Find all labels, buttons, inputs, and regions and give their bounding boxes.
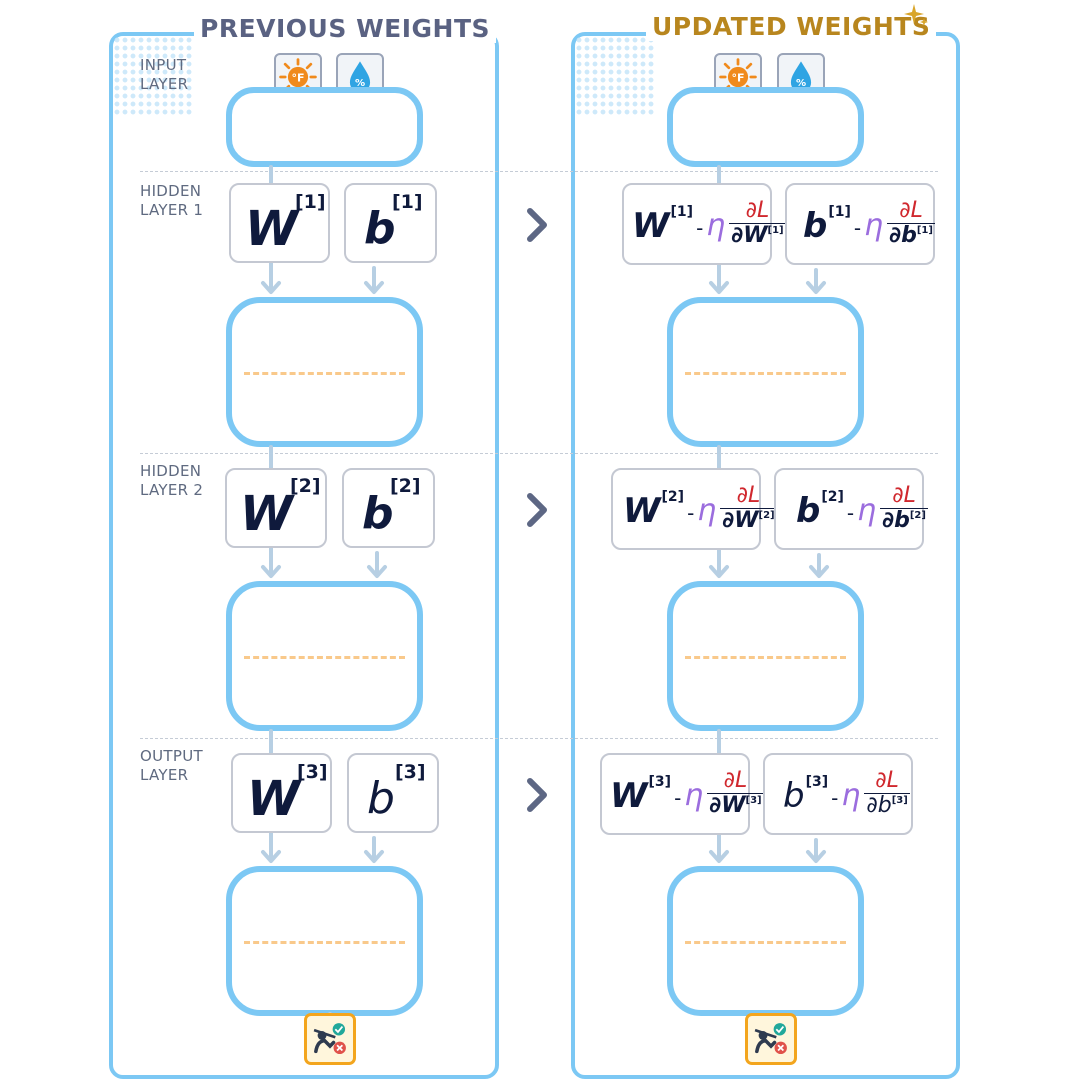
svg-text:%: % [796, 78, 806, 89]
classification-check-cross-icon [745, 1013, 797, 1065]
weight-symbol: W [245, 201, 298, 257]
sparkle-icon [904, 4, 928, 26]
decorative-dots [575, 36, 655, 116]
hidden-layer-1-node [226, 297, 423, 447]
output-layer-node [226, 866, 423, 1016]
bias-card-b3: b [3] [347, 753, 439, 833]
node-dash-line [685, 656, 846, 659]
svg-text:°F: °F [731, 72, 744, 85]
weight-symbol: W [240, 486, 293, 542]
layer-superscript: [1] [392, 191, 423, 213]
layer-separator [140, 453, 938, 454]
updated-weight-card-w1: W[1] -η ∂L∂W[1] [622, 183, 786, 265]
bias-update-formula: b[2] -η ∂L∂b[2] [796, 483, 928, 533]
hidden-layer-2-node [226, 581, 423, 731]
layer-superscript: [2] [390, 475, 421, 497]
hidden-layer-1-node [667, 297, 864, 447]
weight-card-w3: W [3] [231, 753, 332, 833]
layer-separator [140, 171, 938, 172]
updated-bias-card-b3: b[3] -η ∂L∂b[3] [763, 753, 913, 835]
node-dash-line [244, 372, 405, 375]
node-dash-line [685, 941, 846, 944]
layer-superscript: [3] [297, 761, 328, 783]
classification-check-cross-icon [304, 1013, 356, 1065]
bias-card-b2: b [2] [342, 468, 435, 548]
weight-update-formula: W[1] -η ∂L∂W[1] [632, 198, 786, 248]
chevron-right-icon [527, 208, 547, 242]
bias-update-formula: b[3] -η ∂L∂b[3] [783, 768, 910, 818]
updated-weights-title: UPDATED WEIGHTS [646, 12, 937, 41]
chevron-right-icon [527, 778, 547, 812]
weight-card-w1: W [1] [229, 183, 330, 263]
bias-symbol: b [362, 488, 394, 539]
previous-weights-title: PREVIOUS WEIGHTS [194, 14, 497, 43]
bias-update-formula: b[1] -η ∂L∂b[1] [803, 198, 935, 248]
node-dash-line [685, 372, 846, 375]
updated-bias-card-b1: b[1] -η ∂L∂b[1] [785, 183, 935, 265]
node-dash-line [244, 941, 405, 944]
layer-superscript: [3] [395, 761, 426, 783]
bias-symbol: b [364, 203, 396, 254]
updated-weight-card-w3: W[3] -η ∂L∂W[3] [600, 753, 764, 835]
node-dash-line [244, 656, 405, 659]
input-layer-node [226, 87, 423, 167]
input-layer-node [667, 87, 864, 167]
updated-bias-card-b2: b[2] -η ∂L∂b[2] [774, 468, 928, 550]
chevron-right-icon [527, 493, 547, 527]
output-layer-node [667, 866, 864, 1016]
weight-update-formula: W[3] -η ∂L∂W[3] [610, 768, 764, 818]
bias-symbol: b [367, 773, 395, 824]
svg-text:%: % [355, 78, 365, 89]
layer-superscript: [2] [290, 475, 321, 497]
weight-card-w2: W [2] [225, 468, 327, 548]
decorative-dots [113, 36, 193, 116]
svg-text:°F: °F [291, 72, 304, 85]
layer-separator [140, 738, 938, 739]
weight-update-formula: W[2] -η ∂L∂W[2] [623, 483, 777, 533]
bias-card-b1: b [1] [344, 183, 437, 263]
weight-symbol: W [247, 771, 300, 827]
hidden-layer-2-node [667, 581, 864, 731]
layer-superscript: [1] [295, 191, 326, 213]
updated-weight-card-w2: W[2] -η ∂L∂W[2] [611, 468, 777, 550]
